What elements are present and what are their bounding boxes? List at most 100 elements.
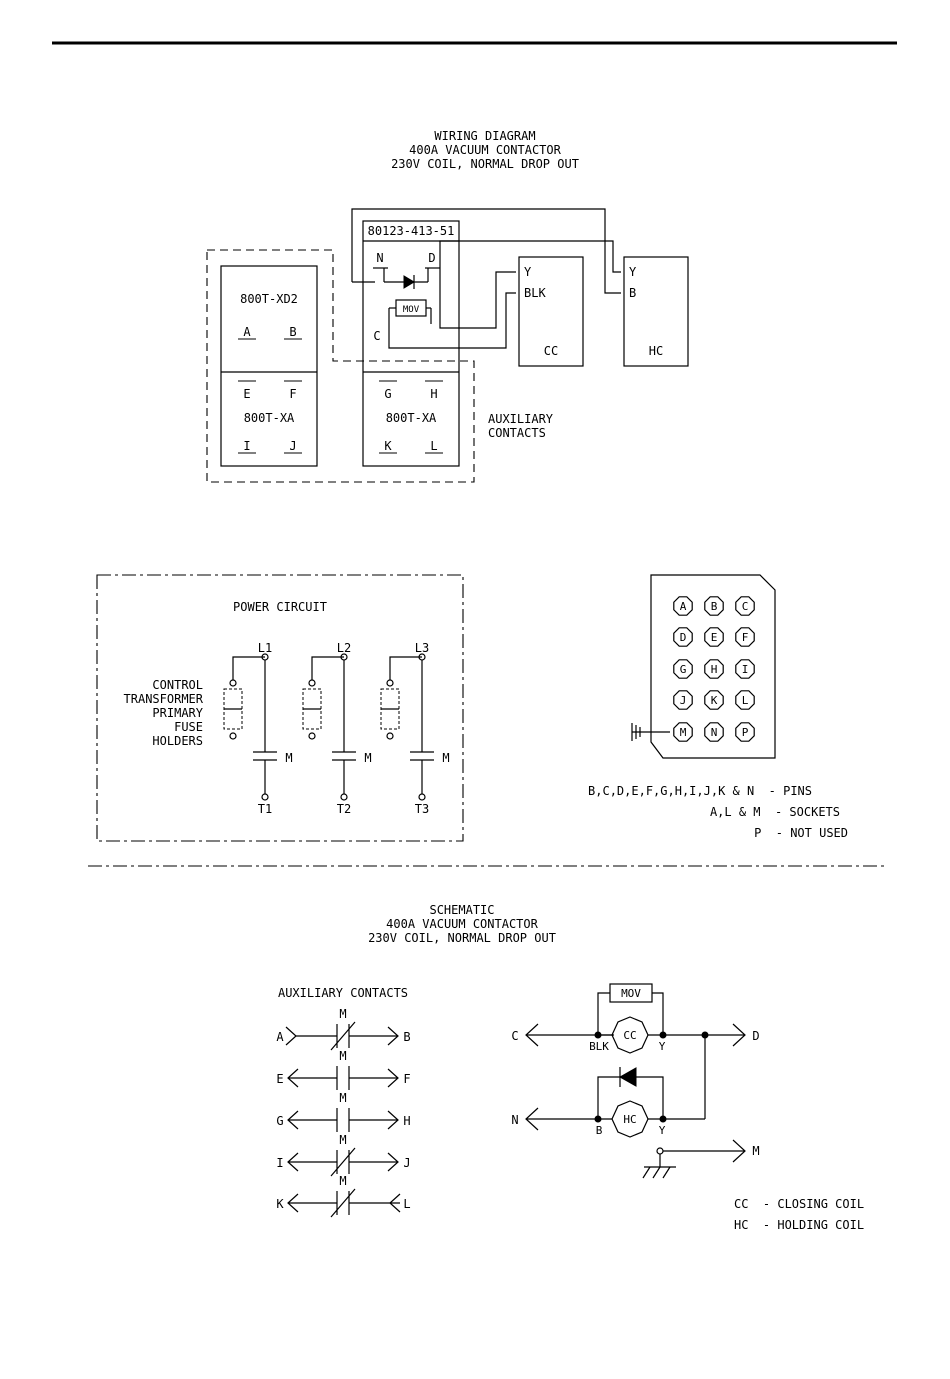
contact-label-m: M <box>285 751 292 765</box>
aux-contacts-title: AUXILIARY CONTACTS <box>278 986 408 1000</box>
legend-holding-coil: HC - HOLDING COIL <box>734 1218 864 1232</box>
hc-coil-label: HC <box>623 1113 636 1126</box>
pin-label-f: F <box>742 631 749 644</box>
aux-left-label-g: G <box>276 1114 283 1128</box>
contact-label-a: A <box>243 325 251 339</box>
aux-left-label-i: I <box>276 1156 283 1170</box>
normally-closed-slash <box>330 1188 356 1218</box>
load-label-t3: T3 <box>415 802 429 816</box>
hc-coil <box>611 1100 649 1138</box>
wiring-title-1: WIRING DIAGRAM <box>434 129 535 143</box>
load-label-t2: T2 <box>337 802 351 816</box>
wiring-title-3: 230V COIL, NORMAL DROP OUT <box>391 157 579 171</box>
pin-b: B <box>704 596 724 616</box>
pin-m: M <box>673 722 693 742</box>
fuse-label-2: TRANSFORMER <box>124 692 204 706</box>
contact-label-j: J <box>289 439 296 453</box>
schematic-title-1: SCHEMATIC <box>429 903 494 917</box>
term-y-hc: Y <box>659 1124 666 1137</box>
schematic: SCHEMATIC 400A VACUUM CONTACTOR 230V COI… <box>276 903 864 1232</box>
pin-l: L <box>735 690 755 710</box>
pin-label-c: C <box>742 600 749 613</box>
term-blk: BLK <box>589 1040 609 1053</box>
schematic-title-3: 230V COIL, NORMAL DROP OUT <box>368 931 556 945</box>
aux-contact-m: M <box>339 1174 346 1188</box>
schematic-title-2: 400A VACUUM CONTACTOR <box>386 917 538 931</box>
aux-right-label-f: F <box>403 1072 410 1086</box>
normally-closed-slash <box>330 1021 356 1051</box>
pin-label-b: B <box>711 600 718 613</box>
term-c: C <box>511 1029 518 1043</box>
connector-legend-pins: B,C,D,E,F,G,H,I,J,K & N - PINS <box>588 784 812 798</box>
schematic-mov-label: MOV <box>621 987 641 1000</box>
board-term-d: D <box>428 251 435 265</box>
power-circuit: POWER CIRCUIT CONTROL TRANSFORMER PRIMAR… <box>96 574 464 842</box>
right-bottom-module-label: 800T-XA <box>386 411 437 425</box>
power-circuit-title: POWER CIRCUIT <box>233 600 327 614</box>
aux-contact-m: M <box>339 1133 346 1147</box>
pin-label-d: D <box>680 631 687 644</box>
board-term-c: C <box>373 329 380 343</box>
aux-right-label-j: J <box>403 1156 410 1170</box>
cc-coil <box>611 1016 649 1054</box>
aux-contact-m: M <box>339 1091 346 1105</box>
contact-label-i: I <box>243 439 250 453</box>
left-bottom-module-label: 800T-XA <box>244 411 295 425</box>
pin-p: P <box>735 722 755 742</box>
aux-left-label-a: A <box>276 1030 284 1044</box>
pin-i: I <box>735 659 755 679</box>
contact-label-b: B <box>289 325 296 339</box>
term-y-cc: Y <box>659 1040 666 1053</box>
term-b: B <box>596 1124 603 1137</box>
left-module-box <box>220 265 318 467</box>
holding-coil-box <box>623 256 689 367</box>
contact-label-g: G <box>384 387 391 401</box>
pin-f: F <box>735 627 755 647</box>
pin-label-j: J <box>680 694 687 707</box>
aux-enclosure <box>206 249 475 483</box>
fuse-label-3: PRIMARY <box>152 706 203 720</box>
wiring-diagram: WIRING DIAGRAM 400A VACUUM CONTACTOR 230… <box>206 129 689 483</box>
cc-label: CC <box>544 344 558 358</box>
board-mov-label: MOV <box>403 305 420 315</box>
aux-right-label-l: L <box>403 1197 410 1211</box>
pin-label-p: P <box>742 726 749 739</box>
pin-j: J <box>673 690 693 710</box>
wiring-title-2: 400A VACUUM CONTACTOR <box>409 143 561 157</box>
contact-label-m: M <box>442 751 449 765</box>
aux-contact-row: I J M <box>276 1133 411 1177</box>
contact-label-l: L <box>430 439 437 453</box>
contact-label-f: F <box>289 387 296 401</box>
hc-label: HC <box>649 344 663 358</box>
pin-label-g: G <box>680 663 687 676</box>
term-n: N <box>511 1113 518 1127</box>
cc-coil-label: CC <box>623 1029 636 1042</box>
term-d: D <box>752 1029 759 1043</box>
cc-term-y: Y <box>524 265 532 279</box>
aux-contact-m: M <box>339 1049 346 1063</box>
cc-term-blk: BLK <box>524 286 546 300</box>
line-label-l1: L1 <box>258 641 272 655</box>
aux-contact-m: M <box>339 1007 346 1021</box>
pin-label-i: I <box>742 663 749 676</box>
hc-term-b: B <box>629 286 636 300</box>
pin-g: G <box>673 659 693 679</box>
aux-contacts-label-1: AUXILIARY <box>488 412 554 426</box>
connector-legend-unused: P - NOT USED <box>754 826 848 840</box>
line-label-l2: L2 <box>337 641 351 655</box>
pin-label-n: N <box>711 726 718 739</box>
wiring-wires <box>351 208 621 349</box>
aux-contacts-label-2: CONTACTS <box>488 426 546 440</box>
aux-right-label-h: H <box>403 1114 410 1128</box>
pin-k: K <box>704 690 724 710</box>
